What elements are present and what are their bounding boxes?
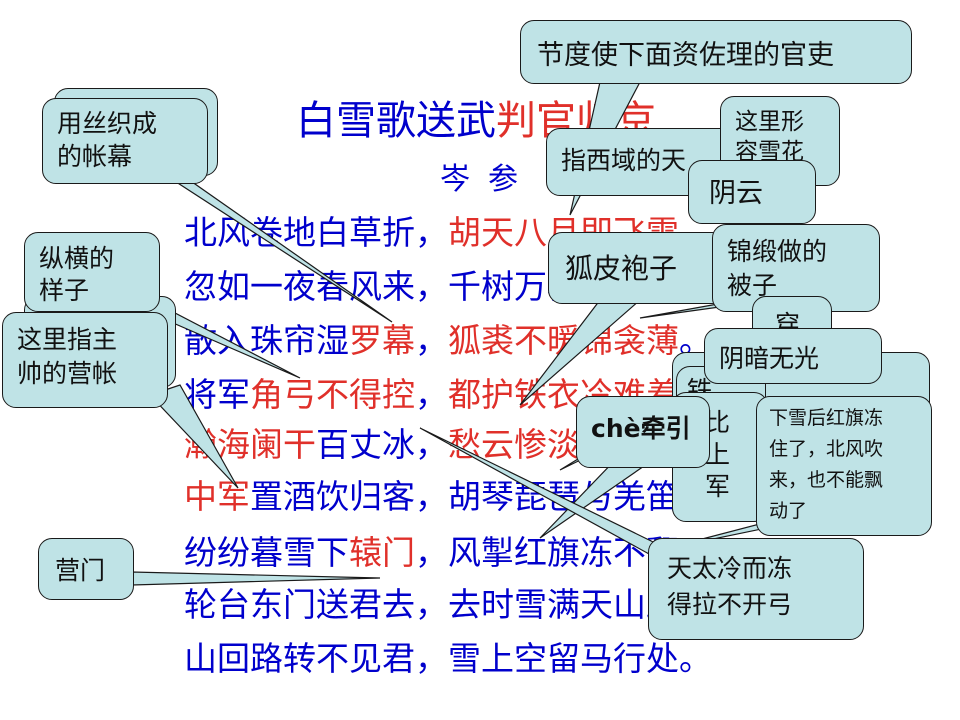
line7-a2: ， bbox=[415, 533, 448, 572]
callout-dim: 阴暗无光 bbox=[704, 328, 882, 384]
callout-gate: 营门 bbox=[38, 538, 134, 600]
line9-a: 山回路转不见君， bbox=[184, 639, 448, 678]
line7-pre: 纷纷暮雪下 bbox=[184, 533, 349, 572]
callout-yinyun: 阴云 bbox=[688, 160, 816, 224]
callout-jun-line3: 军 bbox=[705, 472, 731, 501]
pointer-curtain bbox=[149, 164, 393, 323]
callout-curtain-line2: 的帐幕 bbox=[57, 142, 133, 171]
line9-b: 雪上空留马行处。 bbox=[448, 639, 712, 678]
callout-brocade-line1: 锦缎做的 bbox=[727, 237, 828, 266]
line3-a-red: 罗幕 bbox=[349, 321, 415, 360]
line3-a2: ， bbox=[415, 321, 448, 360]
callout-tent-line2: 帅的营帐 bbox=[17, 359, 118, 388]
callout-official: 节度使下面资佐理的官吏 bbox=[520, 20, 912, 84]
callout-flag: 下雪后红旗冻 住了，北风吹 来，也不能飘 动了 bbox=[756, 396, 932, 536]
callout-describe-line1: 这里形 bbox=[735, 109, 804, 135]
line3-a: 散入珠帘湿 bbox=[184, 321, 349, 360]
line7-a-red: 辕门 bbox=[349, 533, 415, 572]
callout-yinyun-text: 阴云 bbox=[709, 178, 763, 209]
line6-a-red: 中军 bbox=[184, 477, 250, 516]
callout-zongheng-line2: 样子 bbox=[39, 276, 90, 305]
callout-xiyu-text: 指西域的天 bbox=[561, 146, 687, 175]
callout-tent-line1: 这里指主 bbox=[17, 325, 118, 354]
pointer-foxfur bbox=[519, 299, 642, 406]
callout-curtain-line1: 用丝织成 bbox=[57, 109, 158, 138]
callout-tent: 这里指主 帅的营帐 bbox=[2, 312, 168, 408]
line1-a: 北风卷地白草折， bbox=[184, 213, 448, 252]
callout-gate-text: 营门 bbox=[55, 556, 106, 585]
callout-flag-line2: 住了，北风吹 bbox=[769, 438, 884, 460]
callout-bow: 天太冷而冻 得拉不开弓 bbox=[648, 538, 864, 640]
callout-bow-line2: 得拉不开弓 bbox=[667, 590, 793, 619]
callout-zongheng-line1: 纵横的 bbox=[39, 244, 115, 273]
line4-a-red: 角弓不得控 bbox=[250, 375, 415, 414]
line2-a: 忽如一夜春风来， bbox=[184, 267, 448, 306]
title-part1: 白雪歌送武 bbox=[296, 98, 496, 144]
poem-line-3: 散入珠帘湿罗幕，狐裘不暖锦衾薄。 bbox=[184, 318, 712, 364]
callout-curtain: 用丝织成 的帐幕 bbox=[42, 98, 208, 184]
poem-author: 岑参 bbox=[440, 162, 536, 197]
callout-brocade-line2: 被子 bbox=[727, 271, 778, 300]
callout-foxfur-text: 狐皮袍子 bbox=[565, 252, 678, 285]
callout-flag-line4: 动了 bbox=[769, 500, 808, 522]
poem-line-9: 山回路转不见君，雪上空留马行处。 bbox=[184, 636, 712, 682]
callout-dim-text: 阴暗无光 bbox=[719, 344, 820, 373]
line4-pre: 将军 bbox=[184, 375, 250, 414]
pointer-gate bbox=[131, 571, 381, 586]
callout-official-text: 节度使下面资佐理的官吏 bbox=[537, 40, 834, 71]
callout-flag-line1: 下雪后红旗冻 bbox=[769, 407, 884, 429]
line4-a2: ， bbox=[415, 375, 448, 414]
callout-bow-line1: 天太冷而冻 bbox=[667, 554, 793, 583]
line6-a2: 置酒饮归客， bbox=[250, 477, 448, 516]
callout-zongheng: 纵横的 样子 bbox=[24, 232, 160, 312]
callout-che-text: chè牵引 bbox=[591, 414, 691, 443]
callout-flag-line3: 来，也不能飘 bbox=[769, 469, 884, 491]
callout-che: chè牵引 bbox=[576, 396, 710, 468]
line8-a: 轮台东门送君去， bbox=[184, 585, 448, 624]
callout-foxfur: 狐皮袍子 bbox=[548, 232, 726, 304]
